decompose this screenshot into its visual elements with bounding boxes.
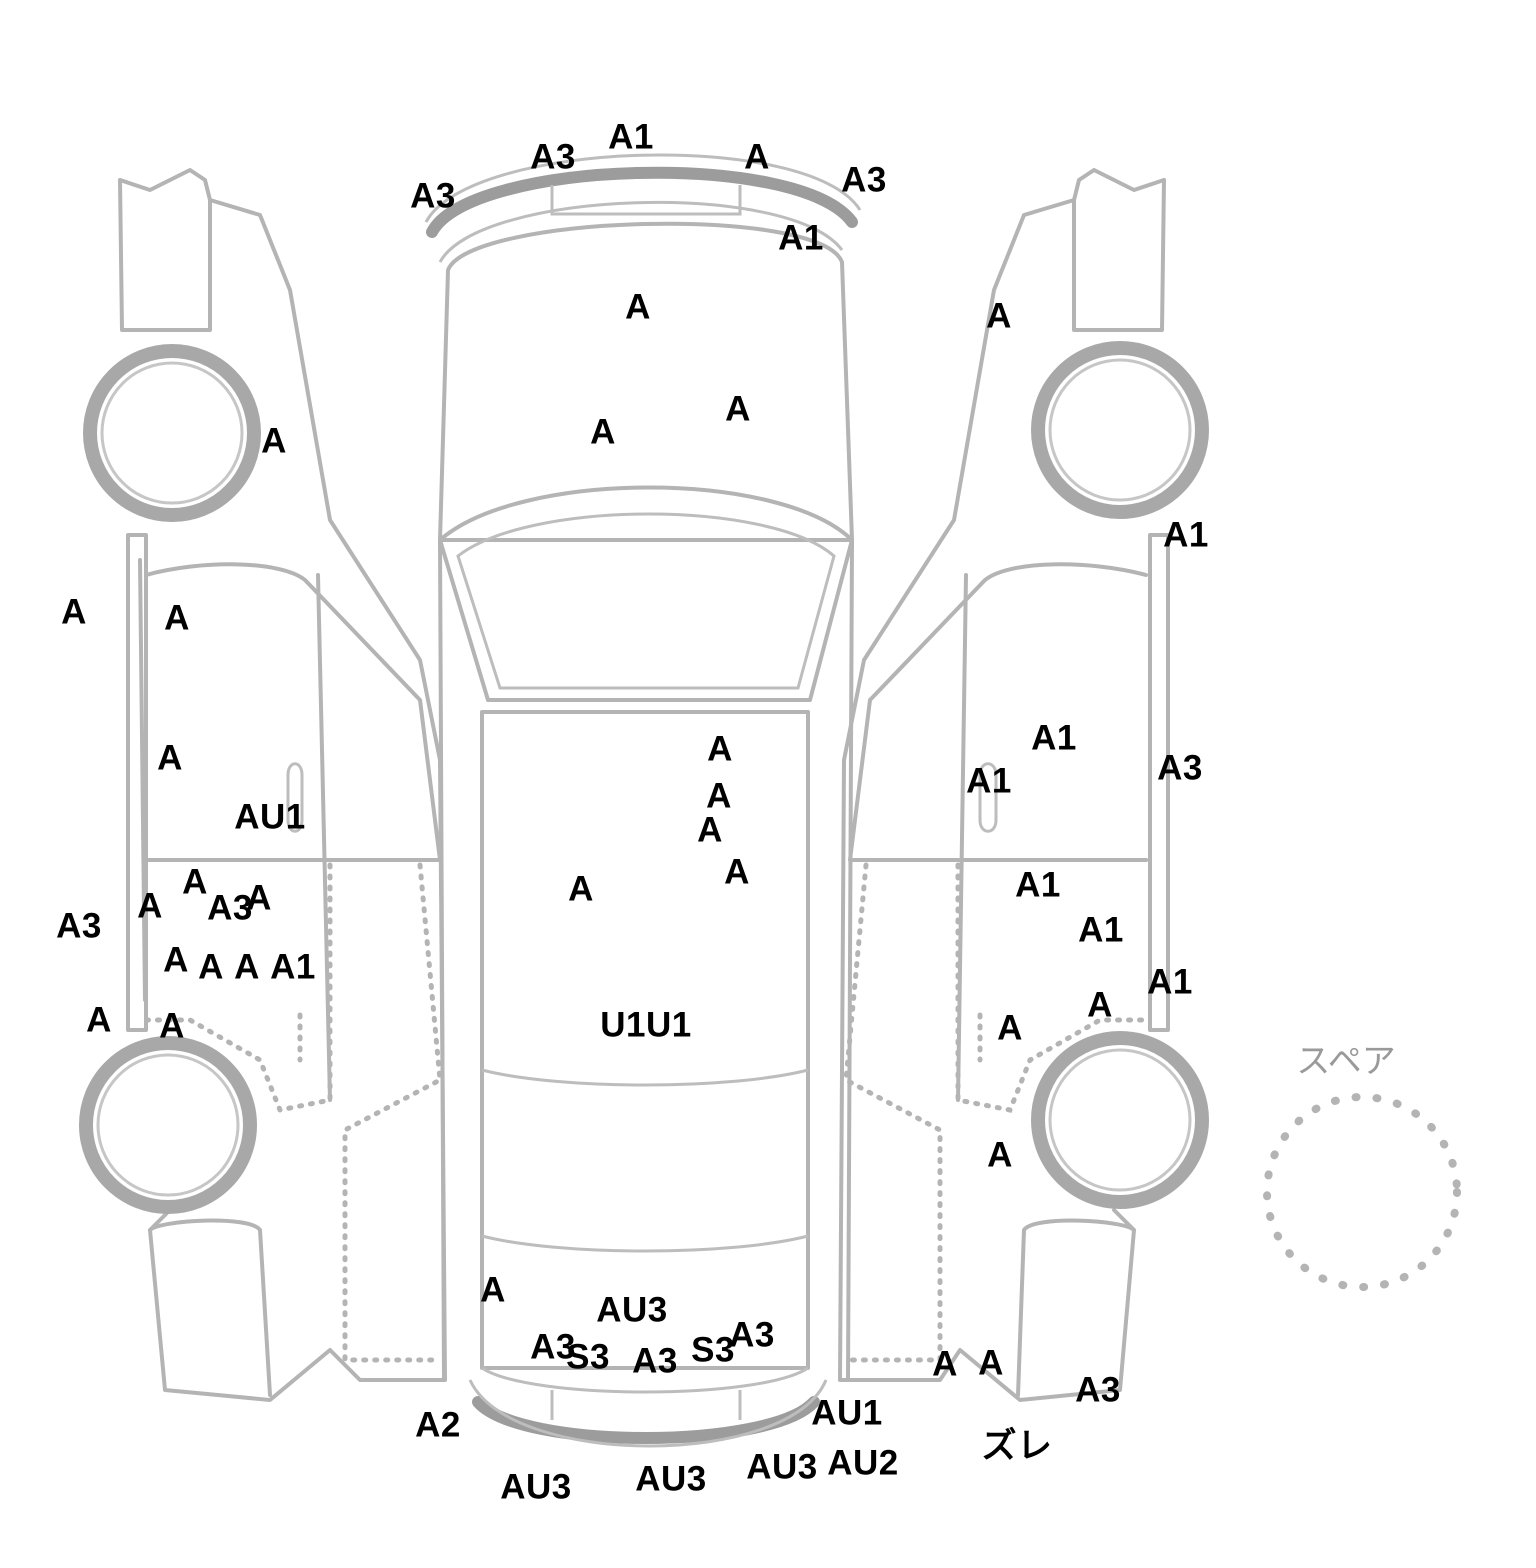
damage-code: A3 [729, 1315, 775, 1355]
damage-code: AU3 [500, 1467, 572, 1507]
damage-code: A3 [530, 1327, 576, 1367]
damage-code: A [590, 412, 616, 452]
damage-code: A1 [966, 761, 1012, 801]
damage-code: A [86, 1000, 112, 1040]
damage-code: AU1 [234, 797, 306, 837]
damage-code: A [997, 1008, 1023, 1048]
windshield [438, 485, 854, 702]
damage-code: A3 [410, 176, 456, 216]
damage-code: AU2 [827, 1443, 899, 1483]
damage-code: A3 [632, 1341, 678, 1381]
damage-code: A [480, 1270, 506, 1310]
left-front-door [144, 562, 442, 862]
damage-code: A1 [1163, 515, 1209, 555]
damage-code: A [978, 1343, 1004, 1383]
damage-code: A [234, 947, 260, 987]
damage-code: A [625, 287, 651, 327]
damage-code: A [986, 296, 1012, 336]
damage-code: A [707, 729, 733, 769]
damage-code: A1 [270, 947, 316, 987]
damage-code: AU1 [811, 1393, 883, 1433]
damage-code: A3 [530, 137, 576, 177]
damage-code: A3 [1157, 748, 1203, 788]
damage-code: A1 [778, 218, 824, 258]
damage-code: A [182, 862, 208, 902]
damage-code: A [261, 421, 287, 461]
right-rear-wheel [1031, 1031, 1209, 1209]
damage-code: A [198, 947, 224, 987]
damage-code: AU3 [635, 1459, 707, 1499]
hood-outline [438, 221, 854, 542]
damage-code: AU3 [596, 1290, 668, 1330]
damage-code: A [706, 776, 732, 816]
damage-code: A [157, 738, 183, 778]
car-right-side-view [838, 168, 1209, 1402]
damage-code: A2 [415, 1405, 461, 1445]
right-front-wheel [1031, 341, 1209, 519]
damage-code: A3 [207, 888, 253, 928]
damage-code: S3 [691, 1330, 735, 1370]
damage-code: A [568, 869, 594, 909]
car-left-side-view [79, 168, 447, 1402]
damage-code: A [1087, 985, 1113, 1025]
damage-code: A [159, 1006, 185, 1046]
damage-code: A [137, 886, 163, 926]
damage-code: A [987, 1135, 1013, 1175]
damage-code: A [163, 940, 189, 980]
damage-code: A [724, 852, 750, 892]
car-top-view [424, 153, 862, 1448]
damage-code: A1 [1078, 910, 1124, 950]
damage-code: A [697, 810, 723, 850]
damage-code: A [61, 592, 87, 632]
rear-bumper [472, 1396, 820, 1444]
left-front-wheel [83, 344, 261, 522]
damage-code: A1 [608, 117, 654, 157]
damage-code: A [744, 137, 770, 177]
damage-code: A [164, 598, 190, 638]
damage-code: ズレ [981, 1426, 1053, 1466]
spare-tire-outline [1263, 1093, 1461, 1291]
front-bumper [426, 166, 858, 238]
left-rear-wheel [79, 1036, 257, 1214]
damage-code: U1U1 [600, 1005, 692, 1045]
left-front-fender [118, 168, 447, 1402]
spare-tire-label: スペア [1296, 1042, 1396, 1081]
damage-code: A3 [841, 160, 887, 200]
damage-code: A1 [1147, 962, 1193, 1002]
damage-code: A3 [1075, 1370, 1121, 1410]
damage-code: A [932, 1344, 958, 1384]
damage-code: A1 [1015, 865, 1061, 905]
damage-code: S3 [566, 1337, 610, 1377]
damage-code: AU3 [746, 1447, 818, 1487]
damage-code: A3 [56, 906, 102, 946]
damage-code: A1 [1031, 718, 1077, 758]
damage-code: A [725, 389, 751, 429]
right-front-fender [838, 168, 1166, 1402]
damage-code: A [246, 878, 272, 918]
right-front-door [848, 562, 1148, 862]
